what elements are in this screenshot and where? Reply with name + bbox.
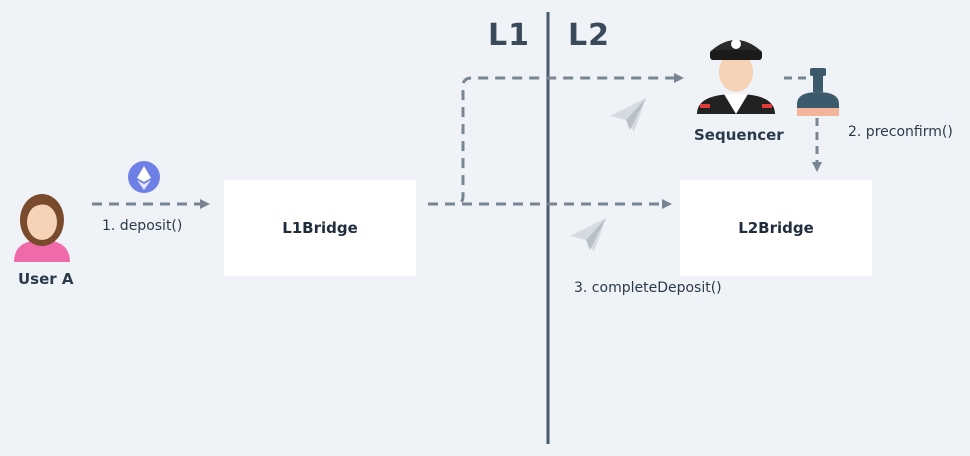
user-a-label: User A bbox=[18, 270, 74, 288]
step-complete-deposit-label: 3. completeDeposit() bbox=[574, 280, 722, 296]
paper-plane-icon bbox=[610, 98, 646, 132]
person-icon bbox=[14, 194, 70, 262]
step-preconfirm-label: 2. preconfirm() bbox=[848, 124, 953, 140]
step-deposit-label: 1. deposit() bbox=[102, 218, 183, 234]
sequencer-officer-icon bbox=[697, 39, 775, 114]
ethereum-icon bbox=[128, 161, 160, 193]
l2bridge-node: L2Bridge bbox=[680, 180, 872, 276]
sequencer-label: Sequencer bbox=[694, 126, 784, 144]
layer-label-l1: L1 bbox=[488, 18, 530, 53]
l1bridge-node: L1Bridge bbox=[224, 180, 416, 276]
layer-label-l2: L2 bbox=[568, 18, 610, 53]
stamp-icon bbox=[797, 68, 839, 116]
paper-plane-icon bbox=[570, 218, 606, 252]
arrow-to-sequencer bbox=[428, 73, 684, 206]
